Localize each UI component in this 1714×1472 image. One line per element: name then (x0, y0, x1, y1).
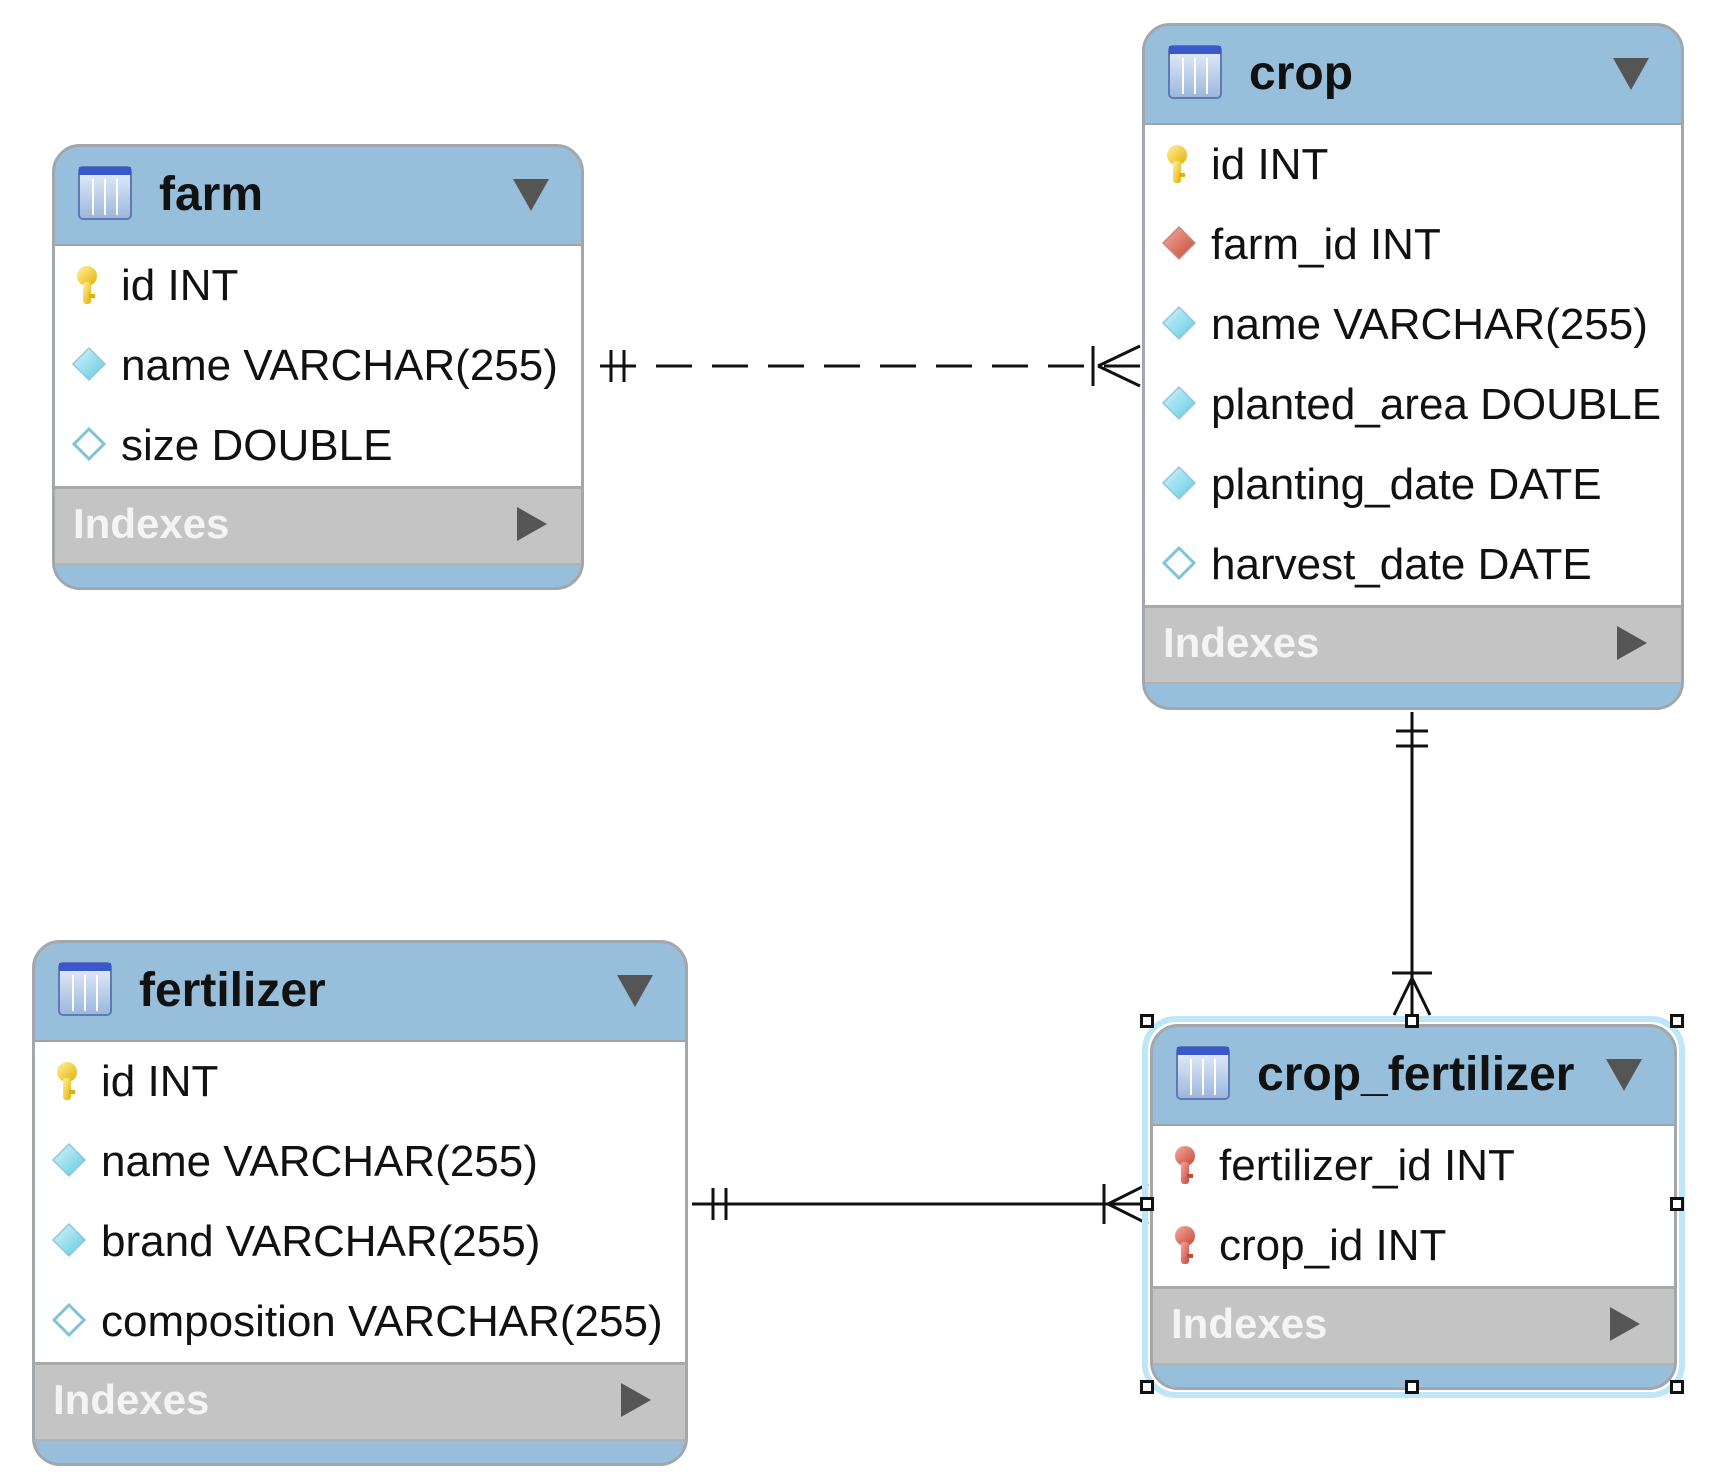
table-name: crop (1249, 47, 1354, 100)
column-text: planted_area DOUBLE (1211, 380, 1662, 429)
nullable-column-icon (71, 426, 107, 462)
indexes-section[interactable]: Indexes (55, 486, 581, 565)
not-null-column-icon (71, 346, 107, 382)
relationship-crop-crop-fertilizer[interactable] (1392, 712, 1432, 1016)
resize-handle-middle-left[interactable] (1140, 1197, 1154, 1211)
column-list: id INT name VARCHAR(255) brand VARCHAR(2… (35, 1042, 685, 1362)
column-row[interactable]: harvest_date DATE (1145, 525, 1681, 605)
resize-handle-top-left[interactable] (1140, 1014, 1154, 1028)
table-icon (1168, 45, 1222, 99)
primary-key-icon (77, 266, 97, 304)
column-text: id INT (121, 261, 239, 310)
column-text: name VARCHAR(255) (1211, 300, 1648, 349)
resize-handle-top-center[interactable] (1405, 1014, 1419, 1028)
table-icon (1176, 1046, 1230, 1100)
primary-key-icon (1167, 145, 1187, 183)
relationship-farm-crop[interactable] (600, 344, 1141, 388)
column-row[interactable]: planted_area DOUBLE (1145, 365, 1681, 445)
table-header[interactable]: farm (55, 147, 581, 246)
column-row[interactable]: fertilizer_id INT (1153, 1126, 1674, 1206)
column-row[interactable]: name VARCHAR(255) (35, 1122, 685, 1202)
column-text: id INT (1211, 140, 1329, 189)
primary-key-icon (57, 1062, 77, 1100)
foreign-key-column-icon (1161, 225, 1197, 261)
column-row[interactable]: size DOUBLE (55, 406, 581, 486)
column-row[interactable]: id INT (35, 1042, 685, 1122)
table-icon (78, 166, 132, 220)
resize-handle-bottom-center[interactable] (1405, 1380, 1419, 1394)
collapse-arrow-icon[interactable] (1611, 56, 1651, 92)
table-footer (55, 565, 581, 587)
table-footer (1145, 684, 1681, 707)
resize-handle-top-right[interactable] (1670, 1014, 1684, 1028)
collapse-arrow-icon[interactable] (615, 973, 655, 1009)
resize-handle-middle-right[interactable] (1670, 1197, 1684, 1211)
table-icon (58, 962, 112, 1016)
table-name: crop_fertilizer (1257, 1048, 1575, 1101)
column-text: id INT (101, 1057, 219, 1106)
expand-arrow-icon[interactable] (619, 1381, 653, 1419)
column-row[interactable]: name VARCHAR(255) (1145, 285, 1681, 365)
column-row[interactable]: composition VARCHAR(255) (35, 1282, 685, 1362)
not-null-column-icon (51, 1142, 87, 1178)
not-null-column-icon (1161, 305, 1197, 341)
column-text: harvest_date DATE (1211, 540, 1592, 589)
table-crop[interactable]: crop id INT farm_id INT name VARCHAR(255… (1142, 23, 1684, 710)
resize-handle-bottom-right[interactable] (1670, 1380, 1684, 1394)
resize-handle-bottom-left[interactable] (1140, 1380, 1154, 1394)
not-null-column-icon (51, 1222, 87, 1258)
indexes-section[interactable]: Indexes (1153, 1286, 1674, 1365)
indexes-section[interactable]: Indexes (1145, 605, 1681, 684)
not-null-column-icon (1161, 385, 1197, 421)
table-header[interactable]: crop (1145, 26, 1681, 125)
column-row[interactable]: brand VARCHAR(255) (35, 1202, 685, 1282)
column-text: fertilizer_id INT (1219, 1141, 1515, 1190)
column-text: brand VARCHAR(255) (101, 1217, 541, 1266)
table-header[interactable]: fertilizer (35, 943, 685, 1042)
column-row[interactable]: crop_id INT (1153, 1206, 1674, 1286)
expand-arrow-icon[interactable] (1615, 624, 1649, 662)
column-row[interactable]: name VARCHAR(255) (55, 326, 581, 406)
foreign-primary-key-icon (1175, 1226, 1195, 1264)
table-name: fertilizer (139, 964, 326, 1017)
indexes-label: Indexes (1163, 619, 1320, 666)
column-text: name VARCHAR(255) (121, 341, 558, 390)
indexes-label: Indexes (1171, 1300, 1328, 1347)
table-name: farm (159, 168, 264, 221)
relationship-fertilizer-crop-fertilizer[interactable] (692, 1182, 1149, 1226)
table-footer (35, 1441, 685, 1463)
table-header[interactable]: crop_fertilizer (1153, 1027, 1674, 1126)
indexes-label: Indexes (73, 500, 230, 547)
table-crop-fertilizer[interactable]: crop_fertilizer fertilizer_id INT crop_i… (1150, 1024, 1677, 1390)
column-text: size DOUBLE (121, 421, 393, 470)
column-list: fertilizer_id INT crop_id INT (1153, 1126, 1674, 1286)
foreign-primary-key-icon (1175, 1146, 1195, 1184)
indexes-section[interactable]: Indexes (35, 1362, 685, 1441)
not-null-column-icon (1161, 465, 1197, 501)
indexes-label: Indexes (53, 1376, 210, 1423)
collapse-arrow-icon[interactable] (1604, 1057, 1644, 1093)
column-row[interactable]: id INT (55, 246, 581, 326)
column-text: name VARCHAR(255) (101, 1137, 538, 1186)
column-row[interactable]: planting_date DATE (1145, 445, 1681, 525)
column-list: id INT name VARCHAR(255) size DOUBLE (55, 246, 581, 486)
table-footer (1153, 1365, 1674, 1387)
nullable-column-icon (1161, 545, 1197, 581)
expand-arrow-icon[interactable] (515, 505, 549, 543)
column-text: composition VARCHAR(255) (101, 1297, 663, 1346)
nullable-column-icon (51, 1302, 87, 1338)
column-text: crop_id INT (1219, 1221, 1447, 1270)
column-list: id INT farm_id INT name VARCHAR(255) pla… (1145, 125, 1681, 605)
table-farm[interactable]: farm id INT name VARCHAR(255) size DOUBL… (52, 144, 584, 590)
column-row[interactable]: id INT (1145, 125, 1681, 205)
expand-arrow-icon[interactable] (1608, 1305, 1642, 1343)
table-fertilizer[interactable]: fertilizer id INT name VARCHAR(255) bran… (32, 940, 688, 1466)
column-text: farm_id INT (1211, 220, 1441, 269)
column-row[interactable]: farm_id INT (1145, 205, 1681, 285)
column-text: planting_date DATE (1211, 460, 1602, 509)
collapse-arrow-icon[interactable] (511, 177, 551, 213)
